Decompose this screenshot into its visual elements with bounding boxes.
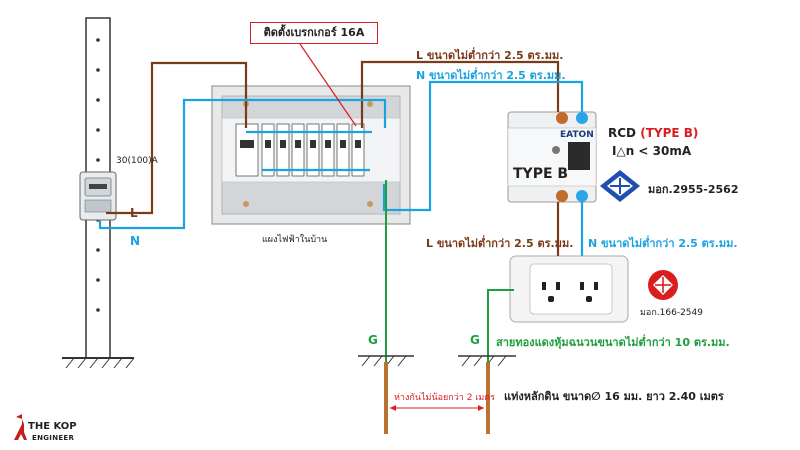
rcd-device — [507, 111, 597, 203]
rcd-type-label: (TYPE B) — [640, 126, 699, 140]
meter-rating: 30(100)A — [116, 156, 158, 166]
electric-meter — [79, 171, 117, 221]
rcd-label: RCD — [608, 126, 637, 140]
outlet-standard: มอก.166-2549 — [640, 308, 703, 318]
top-l-label: L ขนาดไม่ต่ำกว่า 2.5 ตร.มม. — [416, 49, 564, 62]
neutral-wires — [98, 80, 584, 256]
rod-spacing-label: ห่างกันไม่น้อยกว่า 2 เมตร — [394, 393, 495, 403]
panel-caption: แผงไฟฟ้าในบ้าน — [262, 235, 328, 245]
breaker-row — [235, 123, 365, 177]
pole-n-label: N — [130, 234, 141, 248]
rcd-device-text: TYPE B — [513, 166, 569, 182]
mid-l-label: L ขนาดไม่ต่ำกว่า 2.5 ตร.มม. — [426, 237, 574, 250]
the-kop-logo-icon — [14, 414, 27, 440]
top-n-label: N ขนาดไม่ต่ำกว่า 2.5 ตร.มม. — [416, 69, 566, 82]
breaker-callout: ติดตั้งเบรกเกอร์ 16A — [250, 22, 378, 44]
mid-n-label: N ขนาดไม่ต่ำกว่า 2.5 ตร.มม. — [588, 237, 738, 250]
tis-logo-blue-icon — [600, 170, 640, 202]
rcd-standard: มอก.2955-2562 — [648, 183, 739, 196]
rcd-title: RCD (TYPE B) — [608, 126, 698, 140]
ground-hatch — [361, 355, 507, 367]
spacing-dimension — [390, 405, 484, 411]
ground-g2-label: G — [470, 333, 480, 347]
house-panel — [211, 85, 411, 225]
ground-rods — [384, 362, 490, 434]
brand-name: THE KOP — [28, 421, 77, 432]
ground-g1-label: G — [368, 333, 378, 347]
power-outlet — [509, 255, 629, 323]
ground-wires — [385, 180, 514, 362]
rcd-current-label: I△n < 30mA — [612, 144, 692, 158]
callout-pointer — [299, 43, 357, 127]
ground-rod-label: แท่งหลักดิน ขนาด∅ 16 มม. ยาว 2.40 เมตร — [504, 390, 724, 403]
brand-sub: ENGINEER — [32, 434, 75, 442]
pole-l-label: L — [130, 206, 138, 220]
line-wires — [106, 60, 560, 256]
ground-wire-label: สายทองแดงหุ้มฉนวนขนาดไม่ต่ำกว่า 10 ตร.มม… — [496, 336, 730, 349]
rcd-brand: EATON — [560, 130, 594, 140]
tis-logo-red-icon — [648, 270, 678, 300]
